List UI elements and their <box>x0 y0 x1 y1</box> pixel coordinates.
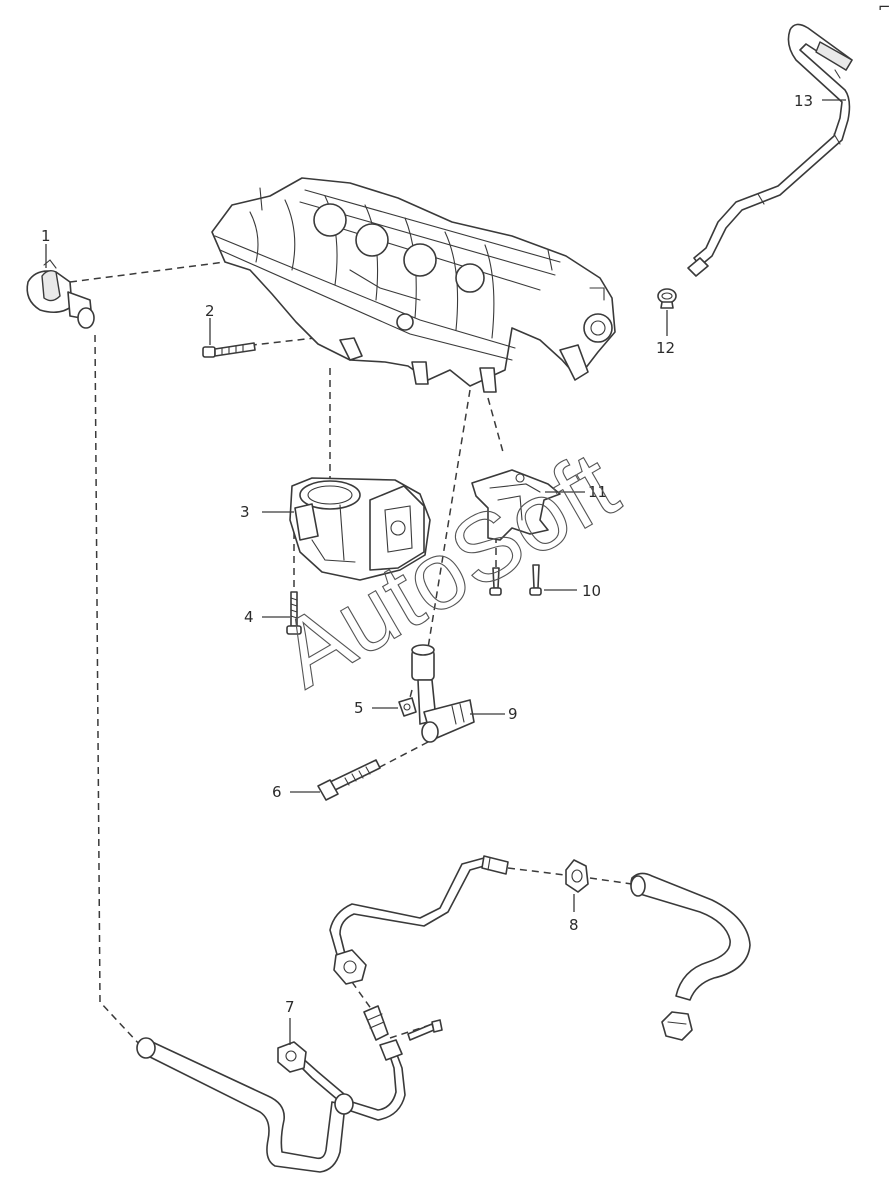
part-12-clamp <box>657 288 677 309</box>
callout-5: 5 <box>354 699 364 717</box>
part-11-bracket <box>471 469 561 541</box>
callout-3: 3 <box>240 503 250 521</box>
callout-9: 9 <box>508 705 518 723</box>
flexible-hose <box>630 872 751 1041</box>
leader-lines <box>45 99 846 1045</box>
watermark-text: AutoSoft <box>262 431 634 708</box>
callout-4: 4 <box>244 608 254 626</box>
part-13-vent-hose <box>687 23 853 277</box>
callout-7: 7 <box>285 998 295 1016</box>
callout-10: 10 <box>582 582 601 600</box>
part-10-screws <box>489 564 542 596</box>
intake-manifold <box>211 177 616 393</box>
part-4-bolt <box>286 591 302 635</box>
part-1-sensor <box>26 259 95 329</box>
part-3-throttle-body <box>289 477 431 581</box>
callout-2: 2 <box>205 302 215 320</box>
callout-13: 13 <box>794 92 813 110</box>
callout-1: 1 <box>41 227 51 245</box>
breather-pipe-assembly <box>136 855 509 1173</box>
callout-6: 6 <box>272 783 282 801</box>
part-5-nut <box>398 697 417 717</box>
callout-11: 11 <box>588 483 607 501</box>
part-9-support <box>411 644 475 743</box>
part-2-bolt <box>202 342 256 358</box>
part-8-clamp <box>565 859 589 893</box>
callout-12: 12 <box>656 339 675 357</box>
callout-labels: 1 2 3 4 5 6 7 8 9 10 11 12 13 <box>41 92 813 1016</box>
callout-8: 8 <box>569 916 579 934</box>
corner-mark: ⌐ <box>878 0 891 16</box>
part-6-bolt <box>317 759 381 801</box>
